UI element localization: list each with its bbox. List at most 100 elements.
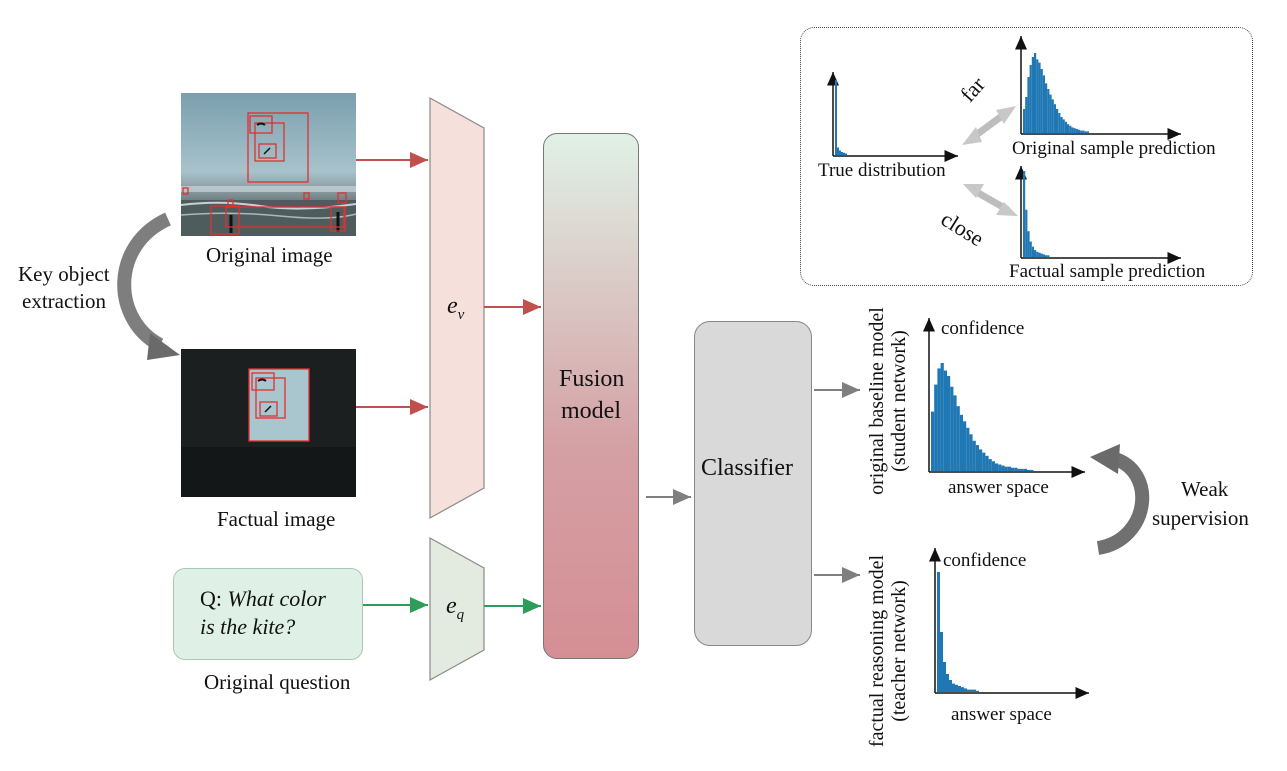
original-prediction-bar [1086,131,1089,133]
original-prediction-bar [1062,119,1065,133]
hist-teacher-network [937,572,979,692]
hist-original-sample-prediction [1023,53,1089,133]
teacher-bar [940,632,943,692]
fusion-label-line2: model [561,398,621,424]
ev-sub: v [457,306,465,323]
factual-image [181,349,356,497]
original-prediction-bar [1067,124,1070,133]
teacher-model-label: factual reasoning model (teacher network… [866,540,910,762]
original-prediction-bar [1025,97,1028,133]
student-bar [1011,467,1015,471]
original-prediction-bar [1053,104,1056,133]
original-prediction-bar [1040,69,1043,133]
original-prediction-bar [1047,89,1050,133]
student-bar [1023,468,1027,471]
factual-prediction-bar [1042,254,1045,257]
teacher-bar [937,572,940,692]
student-bar [998,464,1002,471]
original-prediction-bar [1029,65,1032,133]
original-prediction-bar [1064,121,1067,133]
factual-prediction-bar [1047,255,1050,257]
key-object-label-line1: Key object [18,262,110,286]
fusion-label-line1: Fusion [559,366,625,392]
student-bar [934,384,938,471]
original-prediction-bar [1080,130,1083,133]
original-image-label: Original image [206,243,333,267]
original-prediction-bar [1045,83,1048,133]
original-prediction-bar [1071,127,1074,133]
original-prediction-bar [1042,75,1045,133]
teacher-model-line2: (teacher network) [888,580,910,722]
teacher-bar [949,680,952,692]
factual-prediction-bar [1029,241,1032,257]
original-prediction-bar [1084,131,1087,133]
student-bar [1001,465,1005,471]
hist-student-network [931,363,1034,471]
original-prediction-bar [1034,53,1037,133]
teacher-bar [976,690,979,692]
original-prediction-bar [1058,113,1061,133]
teacher-confidence-label: confidence [943,550,1027,571]
student-bar [988,459,992,471]
original-prediction-bar [1031,57,1034,133]
true-distribution-bar [839,150,841,155]
hist-factual-sample-prediction [1023,171,1050,257]
teacher-bar [955,684,958,692]
original-prediction-bar [1038,62,1041,133]
student-bar [1004,466,1008,471]
original-prediction-bar [1075,129,1078,133]
student-bar [1027,469,1031,471]
original-prediction-bar [1051,99,1054,133]
student-bar [953,395,957,471]
original-prediction-bar [1073,128,1076,133]
student-bar [985,455,989,471]
original-prediction-bar [1023,109,1026,133]
true-distribution-bar [835,80,837,155]
factual-prediction-bar [1031,246,1034,257]
eq-label: eq [446,593,464,624]
teacher-bar [961,687,964,692]
far-arrow [962,106,1016,145]
student-bar [1007,466,1011,471]
true-distribution-label: True distribution [818,160,946,181]
student-bar [940,363,944,471]
student-bar [950,386,954,471]
factual-image-label: Factual image [217,507,336,531]
weak-supervision-line1: Weak [1181,477,1229,501]
close-arrow [963,184,1018,216]
student-bar [991,461,995,471]
student-confidence-label: confidence [941,318,1025,339]
teacher-bar [958,686,961,692]
teacher-bar [970,689,973,692]
student-bar [975,445,979,471]
original-prediction-bar [1078,129,1081,133]
factual-prediction-bar [1023,171,1026,257]
original-prediction-bar [1056,109,1059,133]
student-bar [931,411,935,471]
original-sample-prediction-label: Original sample prediction [1012,138,1216,159]
ev-base: e [447,293,458,319]
student-bar [966,427,970,471]
student-bar [943,370,947,471]
student-model-line1: original baseline model [866,307,888,495]
teacher-bar [973,689,976,692]
student-bar [979,449,983,471]
original-question-label: Original question [204,670,351,694]
question-text-line2: is the kite? [200,614,296,639]
student-bar [1017,468,1021,471]
factual-prediction-bar [1036,251,1039,257]
question-prefix: Q: [200,586,228,611]
true-distribution-bar [845,153,847,155]
classifier-label: Classifier [701,455,793,481]
factual-prediction-bar [1034,250,1037,257]
key-object-label-line2: extraction [22,289,106,313]
original-prediction-bar [1060,117,1063,133]
visual-encoder-shape [429,96,485,520]
factual-prediction-bar [1038,252,1041,257]
factual-prediction-bar [1027,231,1030,257]
distribution-comparison-inset [800,27,1253,286]
student-bar [972,440,976,471]
true-distribution-bar [843,152,845,155]
